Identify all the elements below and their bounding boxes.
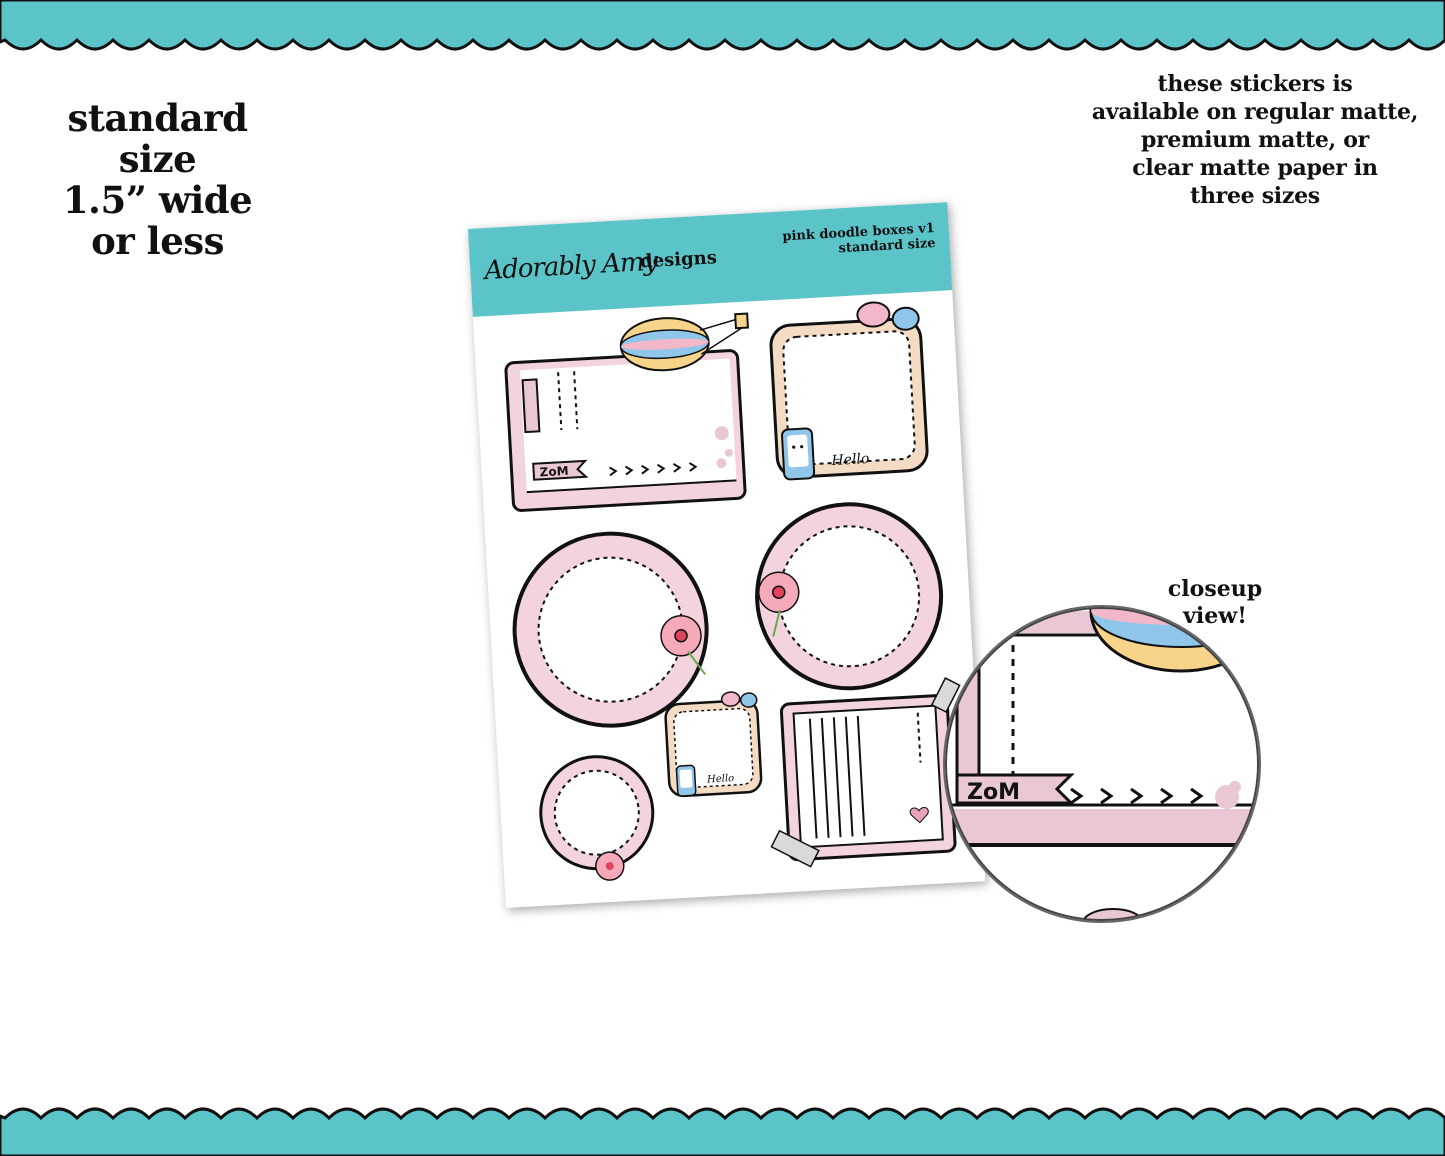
arrow-chevron-icon bbox=[609, 462, 698, 477]
bottom-scallop-border bbox=[0, 1107, 1445, 1156]
availability-line: premium matte, or bbox=[1141, 127, 1369, 153]
flower-icon bbox=[758, 571, 800, 637]
phone-icon bbox=[781, 427, 816, 481]
availability-line: these stickers is bbox=[1157, 71, 1353, 97]
tape-icon bbox=[770, 677, 961, 868]
sheet-title: pink doodle boxes v1 standard size bbox=[782, 221, 936, 259]
sticker-notebook-box bbox=[770, 677, 961, 868]
brand-logo-word: designs bbox=[639, 247, 718, 273]
closeup-label: closeup view! bbox=[1150, 576, 1280, 630]
flower-icon bbox=[660, 614, 707, 676]
hot-air-balloon-icon bbox=[619, 312, 749, 372]
size-note-line: 1.5” wide bbox=[62, 178, 253, 222]
sticker-artwork: ZoM bbox=[504, 301, 961, 881]
phone-icon bbox=[675, 764, 697, 797]
availability-note: these stickers is available on regular m… bbox=[1080, 70, 1430, 210]
size-note-line: or less bbox=[91, 219, 224, 263]
sticker-rect-box: ZoM bbox=[504, 312, 749, 512]
sticker-circle-right bbox=[755, 502, 944, 691]
size-note-line: size bbox=[118, 137, 197, 181]
heart-icon bbox=[909, 806, 929, 824]
sticker-sheet: Adorably Amy designs pink doodle boxes v… bbox=[468, 202, 986, 908]
brand-logo-script: Adorably Amy bbox=[483, 246, 658, 287]
closeup-magnifier: ZoM bbox=[943, 605, 1261, 923]
sticker-square-small: Hello bbox=[664, 691, 763, 798]
availability-line: available on regular matte, bbox=[1091, 99, 1419, 125]
availability-line: clear matte paper in bbox=[1132, 155, 1378, 181]
sticker-circle-left bbox=[512, 531, 709, 728]
square-small-hello-text: Hello bbox=[706, 773, 735, 786]
top-scallop-border bbox=[0, 0, 1445, 51]
closeup-label-line: view! bbox=[1183, 603, 1247, 629]
closeup-badge-text: ZoM bbox=[967, 780, 1020, 805]
flower-icon bbox=[595, 851, 625, 881]
closeup-label-line: closeup bbox=[1167, 576, 1263, 602]
speech-bubble-icon bbox=[720, 691, 758, 708]
square-box-hello-text: Hello bbox=[830, 451, 870, 469]
speech-bubble-icon bbox=[856, 301, 920, 331]
availability-line: three sizes bbox=[1190, 183, 1320, 209]
rect-box-badge-text: ZoM bbox=[539, 464, 569, 480]
size-note: standard size 1.5” wide or less bbox=[40, 98, 275, 262]
size-note-line: standard bbox=[67, 96, 248, 140]
sticker-square-box: Hello bbox=[769, 301, 929, 481]
arrow-chevron-icon bbox=[1070, 787, 1204, 805]
sticker-circle-small bbox=[539, 755, 655, 881]
